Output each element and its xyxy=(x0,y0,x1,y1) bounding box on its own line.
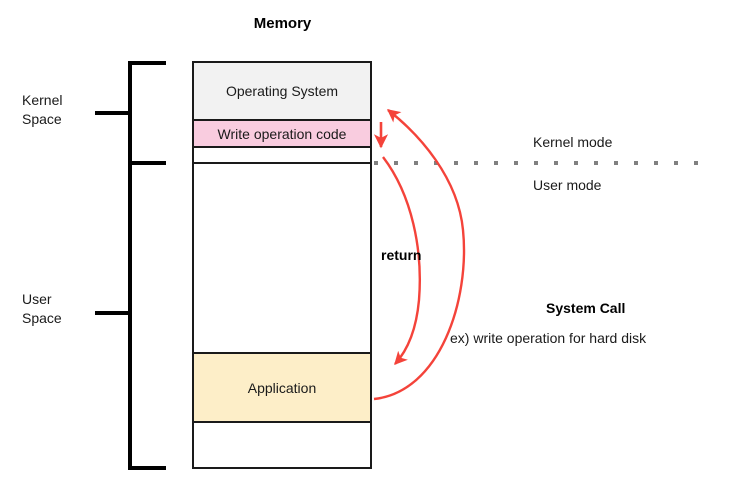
system-call-arrow xyxy=(373,109,466,401)
memory-segment-label: Operating System xyxy=(225,83,339,99)
kernel-space-label-line2: Space xyxy=(22,111,62,127)
return-arrow xyxy=(382,156,421,365)
return-arrow-label: return xyxy=(381,247,422,263)
memory-column: Operating System Write operation code Ap… xyxy=(192,61,372,469)
system-call-title: System Call xyxy=(546,300,626,316)
memory-segment-kernel-gap xyxy=(194,148,370,164)
kernel-space-label-line1: Kernel xyxy=(22,92,63,108)
memory-segment-operating-system: Operating System xyxy=(194,63,370,121)
user-space-label-line1: User xyxy=(22,291,52,307)
user-space-label-line2: Space xyxy=(22,310,62,326)
memory-segment-label: Application xyxy=(247,379,317,396)
memory-segment-application: Application xyxy=(194,354,370,423)
user-space-bracket xyxy=(95,161,166,470)
memory-segment-label: Write operation code xyxy=(217,125,347,142)
user-space-label: User Space xyxy=(22,290,62,328)
page-title: Memory xyxy=(253,15,312,32)
kernel-space-label: Kernel Space xyxy=(22,91,62,129)
memory-segment-user-blank xyxy=(194,164,370,354)
kernel-space-bracket xyxy=(95,61,166,165)
kernel-mode-label: Kernel mode xyxy=(533,134,613,150)
system-call-example: ex) write operation for hard disk xyxy=(450,330,647,346)
user-mode-label: User mode xyxy=(533,177,602,193)
memory-segment-bottom-blank xyxy=(194,423,370,467)
memory-segment-write-operation-code: Write operation code xyxy=(194,121,370,148)
